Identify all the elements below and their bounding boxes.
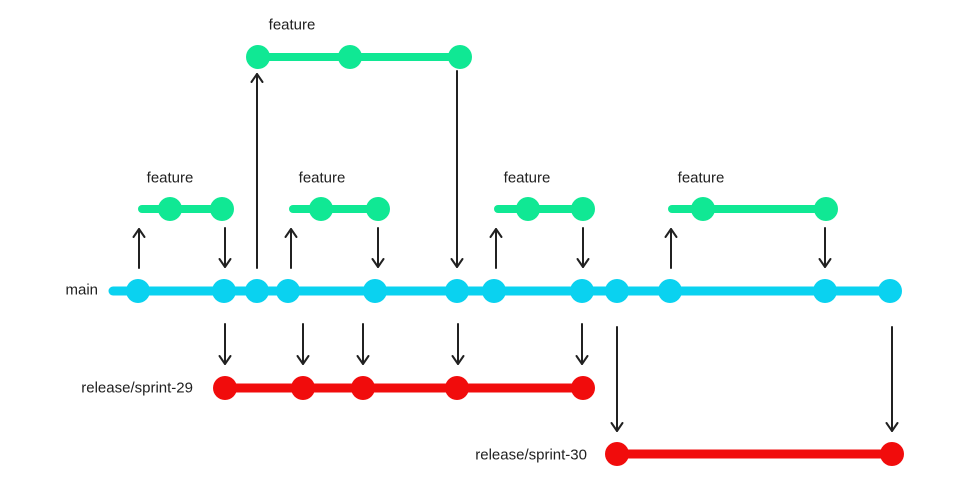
arrowhead-down-icon xyxy=(450,258,464,268)
commit-dot xyxy=(291,376,315,400)
branch-release-sprint-30 xyxy=(605,442,904,466)
commit-dot xyxy=(605,279,629,303)
commit-dot xyxy=(813,279,837,303)
main-label: main xyxy=(65,281,98,299)
commit-dot xyxy=(245,279,269,303)
arrow-merge-feature-3-to-main xyxy=(576,227,590,268)
release-sprint-30-label: release/sprint-30 xyxy=(475,446,587,464)
release-sprint-29-label: release/sprint-29 xyxy=(81,379,193,397)
commit-dot xyxy=(212,279,236,303)
commit-dot xyxy=(814,197,838,221)
arrowhead-down-icon xyxy=(296,355,310,365)
arrowhead-down-icon xyxy=(356,355,370,365)
branch-feature-2 xyxy=(289,197,390,221)
commit-dot xyxy=(158,197,182,221)
branch-feature-1 xyxy=(138,197,234,221)
commit-dot xyxy=(363,279,387,303)
arrow-main-to-sprint29-4 xyxy=(451,323,465,365)
arrowhead-up-icon xyxy=(489,228,503,238)
commit-dot xyxy=(126,279,150,303)
commit-dot xyxy=(276,279,300,303)
arrowhead-up-icon xyxy=(284,228,298,238)
branch-feature-top xyxy=(246,45,472,69)
commit-dot xyxy=(351,376,375,400)
arrow-main-to-sprint29-3 xyxy=(356,323,370,365)
commit-dot xyxy=(571,197,595,221)
branch-release-sprint-29 xyxy=(213,376,595,400)
arrow-branch-to-feature-2 xyxy=(284,228,298,269)
branch-feature-4 xyxy=(668,197,838,221)
commit-dot xyxy=(445,376,469,400)
arrow-main-to-sprint29-5 xyxy=(575,323,589,365)
feature-2-label: feature xyxy=(298,169,346,187)
commit-dot xyxy=(448,45,472,69)
arrowhead-down-icon xyxy=(218,258,232,268)
commit-dot xyxy=(309,197,333,221)
commit-dot xyxy=(880,442,904,466)
commit-dot xyxy=(691,197,715,221)
branch-main xyxy=(108,279,902,303)
commit-dot xyxy=(658,279,682,303)
commit-dot xyxy=(213,376,237,400)
arrow-branch-to-feature-4 xyxy=(664,228,678,269)
branch-feature-3 xyxy=(494,197,595,221)
arrowhead-up-icon xyxy=(132,228,146,238)
feature-1-label: feature xyxy=(146,169,194,187)
arrow-branch-to-feature-top xyxy=(250,73,264,269)
arrow-merge-feature-4-to-main xyxy=(818,227,832,268)
commit-dot xyxy=(366,197,390,221)
arrow-branch-to-feature-3 xyxy=(489,228,503,269)
arrow-merge-feature-2-to-main xyxy=(371,227,385,268)
arrow-merge-feature-top-to-main xyxy=(450,70,464,268)
feature-top-label: feature xyxy=(268,16,316,34)
commit-dot xyxy=(482,279,506,303)
arrow-main-to-sprint30-2 xyxy=(885,326,899,432)
arrowhead-down-icon xyxy=(575,355,589,365)
arrowhead-down-icon xyxy=(218,355,232,365)
arrowhead-down-icon xyxy=(885,422,899,432)
arrowhead-down-icon xyxy=(371,258,385,268)
commit-dot xyxy=(516,197,540,221)
arrowhead-down-icon xyxy=(576,258,590,268)
commit-dot xyxy=(445,279,469,303)
feature-4-label: feature xyxy=(677,169,725,187)
arrowhead-down-icon xyxy=(818,258,832,268)
arrow-main-to-sprint29-2 xyxy=(296,323,310,365)
arrow-main-to-sprint29-1 xyxy=(218,323,232,365)
commit-dot xyxy=(246,45,270,69)
commit-dot xyxy=(210,197,234,221)
arrowhead-down-icon xyxy=(610,422,624,432)
arrow-main-to-sprint30-1 xyxy=(610,326,624,432)
feature-3-label: feature xyxy=(503,169,551,187)
arrow-branch-to-feature-1 xyxy=(132,228,146,269)
arrowhead-up-icon xyxy=(250,73,264,83)
arrow-merge-feature-1-to-main xyxy=(218,227,232,268)
commit-dot xyxy=(605,442,629,466)
commit-dot xyxy=(571,376,595,400)
arrowhead-up-icon xyxy=(664,228,678,238)
commit-dot xyxy=(338,45,362,69)
commit-dot xyxy=(570,279,594,303)
commit-dot xyxy=(878,279,902,303)
arrowhead-down-icon xyxy=(451,355,465,365)
